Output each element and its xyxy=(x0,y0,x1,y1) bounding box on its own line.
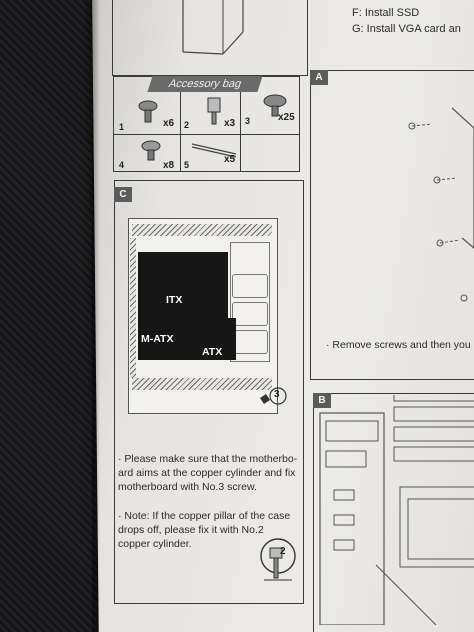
panel-c-note1-line2: ard aims at the copper cylinder and fix xyxy=(118,467,296,479)
acc-cell-3-num: 3 xyxy=(245,116,251,126)
drive-bay-3 xyxy=(232,330,268,354)
panel-c-note2-line3: copper cylinder. xyxy=(118,538,192,550)
panel-c-label: C xyxy=(114,187,132,202)
screw-4-icon xyxy=(141,140,161,161)
acc-cell-3-qty: x25 xyxy=(278,112,295,123)
screw-3-icon xyxy=(263,94,287,117)
board-label-atx: ATX xyxy=(202,346,223,358)
panel-c xyxy=(114,180,304,604)
cable-ties-icon xyxy=(191,143,237,158)
board-label-itx: ITX xyxy=(166,294,183,306)
acc-cell-4-qty: x8 xyxy=(163,160,175,171)
acc-cell-1-qty: x6 xyxy=(163,118,175,129)
panel-a-label: A xyxy=(310,70,328,85)
copper-cylinder-badge-icon xyxy=(260,538,296,581)
board-label-matx: M-ATX xyxy=(141,333,174,345)
acc-grid-v1 xyxy=(180,92,182,172)
panel-b-label: B xyxy=(313,393,331,408)
top-list-item-f: F: Install SSD xyxy=(352,7,420,19)
panel-b-drawing xyxy=(319,395,474,625)
case-bottom-strip xyxy=(132,378,272,390)
acc-cell-2-num: 2 xyxy=(184,120,190,130)
case-left-strip xyxy=(130,238,136,378)
panel-a-note: · Remove screws and then you xyxy=(326,339,471,351)
screw-number-icon xyxy=(260,387,287,405)
acc-cell-5-qty: x5 xyxy=(224,154,236,165)
copper-cylinder-icon xyxy=(207,97,221,125)
acc-cell-4-num: 4 xyxy=(119,160,125,170)
motherboard-area xyxy=(138,252,228,360)
case-top-strip xyxy=(132,224,272,236)
panel-a-drawing xyxy=(408,107,474,302)
page-shadow xyxy=(92,0,100,632)
panel-b xyxy=(313,393,474,632)
drive-bay-stack xyxy=(230,242,270,362)
top-panel xyxy=(112,0,308,76)
drive-bay-2 xyxy=(232,302,268,326)
panel-c-note1-line1: · Please make sure that the motherbo- xyxy=(118,453,298,465)
acc-cell-1-num: 1 xyxy=(119,122,125,132)
accessory-bag-title: Accessory bag xyxy=(147,76,263,92)
panel-a xyxy=(310,70,474,380)
case-outline-drawing xyxy=(182,0,244,55)
acc-cell-5-num: 5 xyxy=(184,160,190,170)
screw-badge-number: 3 xyxy=(274,389,280,400)
panel-c-note1-line3: motherboard with No.3 screw. xyxy=(118,481,257,493)
motherboard-atx-extension xyxy=(226,318,236,360)
drive-bay-1 xyxy=(232,274,268,298)
panel-c-note2-line1: · Note: If the copper pillar of the case xyxy=(118,510,291,522)
acc-grid-h xyxy=(113,134,300,136)
top-list-item-g: G: Install VGA card an xyxy=(352,23,461,35)
cylinder-badge-number: 2 xyxy=(280,546,286,557)
acc-grid-v2 xyxy=(240,92,242,172)
panel-c-note2-line2: drops off, please fix it with No.2 xyxy=(118,524,264,536)
acc-cell-2-qty: x3 xyxy=(224,118,236,129)
screw-1-icon xyxy=(138,100,158,123)
